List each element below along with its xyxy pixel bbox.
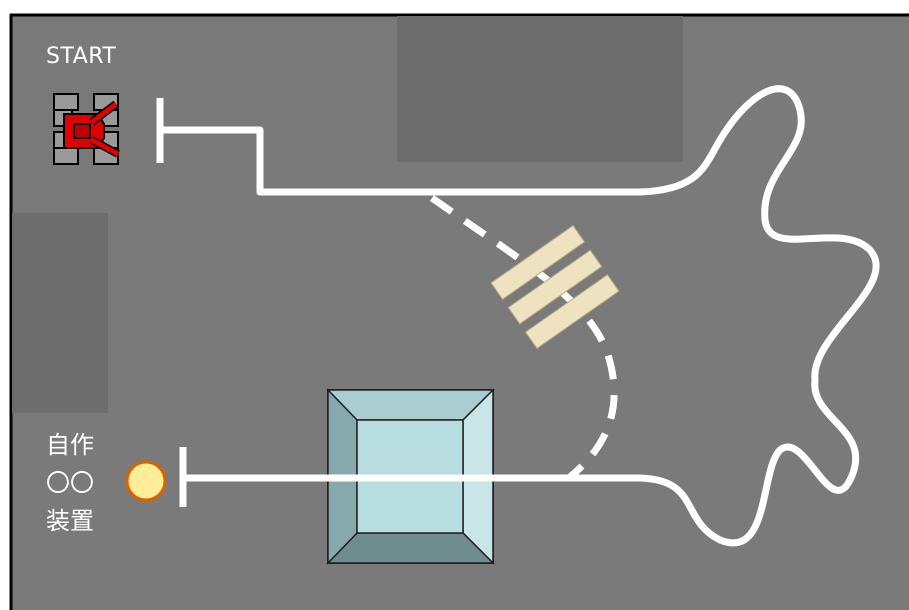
slat-2	[507, 249, 603, 325]
goal-label-line-3: 装置	[46, 507, 94, 535]
robot-track-tl	[53, 93, 79, 111]
start-course-line	[159, 85, 880, 384]
red-tracked-robot-icon	[53, 93, 120, 165]
zone-top	[397, 16, 683, 162]
goal-label: 自作 〇〇 装置	[46, 426, 94, 540]
yellow-circle-target-icon	[125, 460, 167, 502]
slats-obstacle	[490, 224, 620, 350]
goal-course-line	[182, 376, 860, 547]
goal-label-line-1: 自作	[46, 431, 94, 459]
robot-track-bl	[53, 147, 79, 165]
dashed-shortcut-line	[429, 195, 618, 480]
start-label: START	[46, 44, 117, 69]
slat-3	[524, 274, 620, 350]
robot-arm-bottom-fill	[90, 137, 120, 157]
robot-arm-top-fill	[90, 102, 118, 124]
slat-1	[490, 224, 586, 300]
zone-left	[12, 213, 108, 413]
goal-label-line-2: 〇〇	[46, 469, 94, 497]
robot-core	[73, 123, 91, 139]
